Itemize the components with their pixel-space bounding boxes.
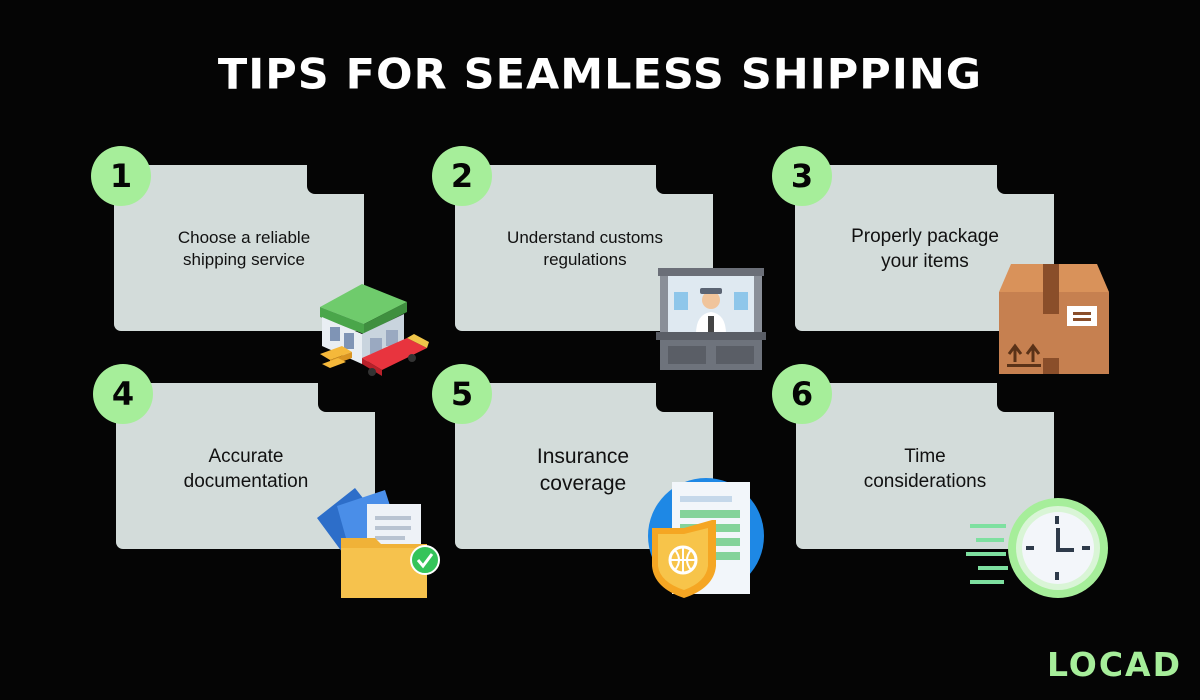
tip-line-1: Choose a reliable	[177, 228, 311, 247]
tip-text: Choose a reliable shipping service	[140, 227, 348, 271]
tip-line-2: shipping service	[183, 250, 305, 270]
tip-text: Time considerations	[814, 445, 1036, 494]
tip-card-5: Insurance coverage	[455, 382, 714, 549]
tip-text: Accurate documentation	[136, 445, 356, 494]
tip-number-badge: 4	[93, 364, 153, 424]
insurance-shield-icon	[646, 476, 768, 602]
folder-tab-cut	[318, 382, 376, 412]
page-title: TIPS FOR SEAMLESS SHIPPING	[217, 50, 983, 100]
tip-line-2: coverage	[539, 472, 627, 496]
tip-line-2: considerations	[863, 470, 987, 492]
tip-card-1: Choose a reliable shipping service	[114, 164, 365, 331]
tip-text: Properly package your items	[815, 225, 1035, 274]
tip-line-1: Properly package	[851, 226, 999, 247]
warehouse-truck-icon	[312, 272, 432, 382]
locad-logo: LOCAD	[1046, 645, 1182, 684]
tip-line-2: documentation	[183, 470, 309, 492]
tip-number-badge: 5	[432, 364, 492, 424]
tip-line-2: your items	[881, 250, 969, 272]
tip-line-1: Accurate	[208, 446, 284, 467]
tip-line-1: Understand customs	[507, 228, 663, 247]
customs-booth-icon	[656, 266, 766, 372]
tip-text: Insurance coverage	[473, 443, 693, 498]
folder-tab-cut	[997, 164, 1055, 194]
tip-number-badge: 1	[91, 146, 151, 206]
folder-tab-cut	[656, 382, 714, 412]
package-box-icon	[997, 262, 1111, 376]
tip-line-1: Insurance	[536, 445, 630, 468]
tip-line-1: Time	[904, 446, 946, 467]
tip-number-badge: 2	[432, 146, 492, 206]
folder-tab-cut	[307, 164, 365, 194]
folder-tab-cut	[997, 382, 1055, 412]
tip-number-badge: 6	[772, 364, 832, 424]
tip-text: Understand customs regulations	[475, 227, 695, 271]
folder-tab-cut	[656, 164, 714, 194]
tip-line-2: regulations	[543, 250, 627, 270]
clock-icon	[966, 494, 1112, 604]
tip-card-6: Time considerations	[796, 382, 1055, 549]
documents-folder-icon	[315, 486, 445, 602]
tip-number-badge: 3	[772, 146, 832, 206]
